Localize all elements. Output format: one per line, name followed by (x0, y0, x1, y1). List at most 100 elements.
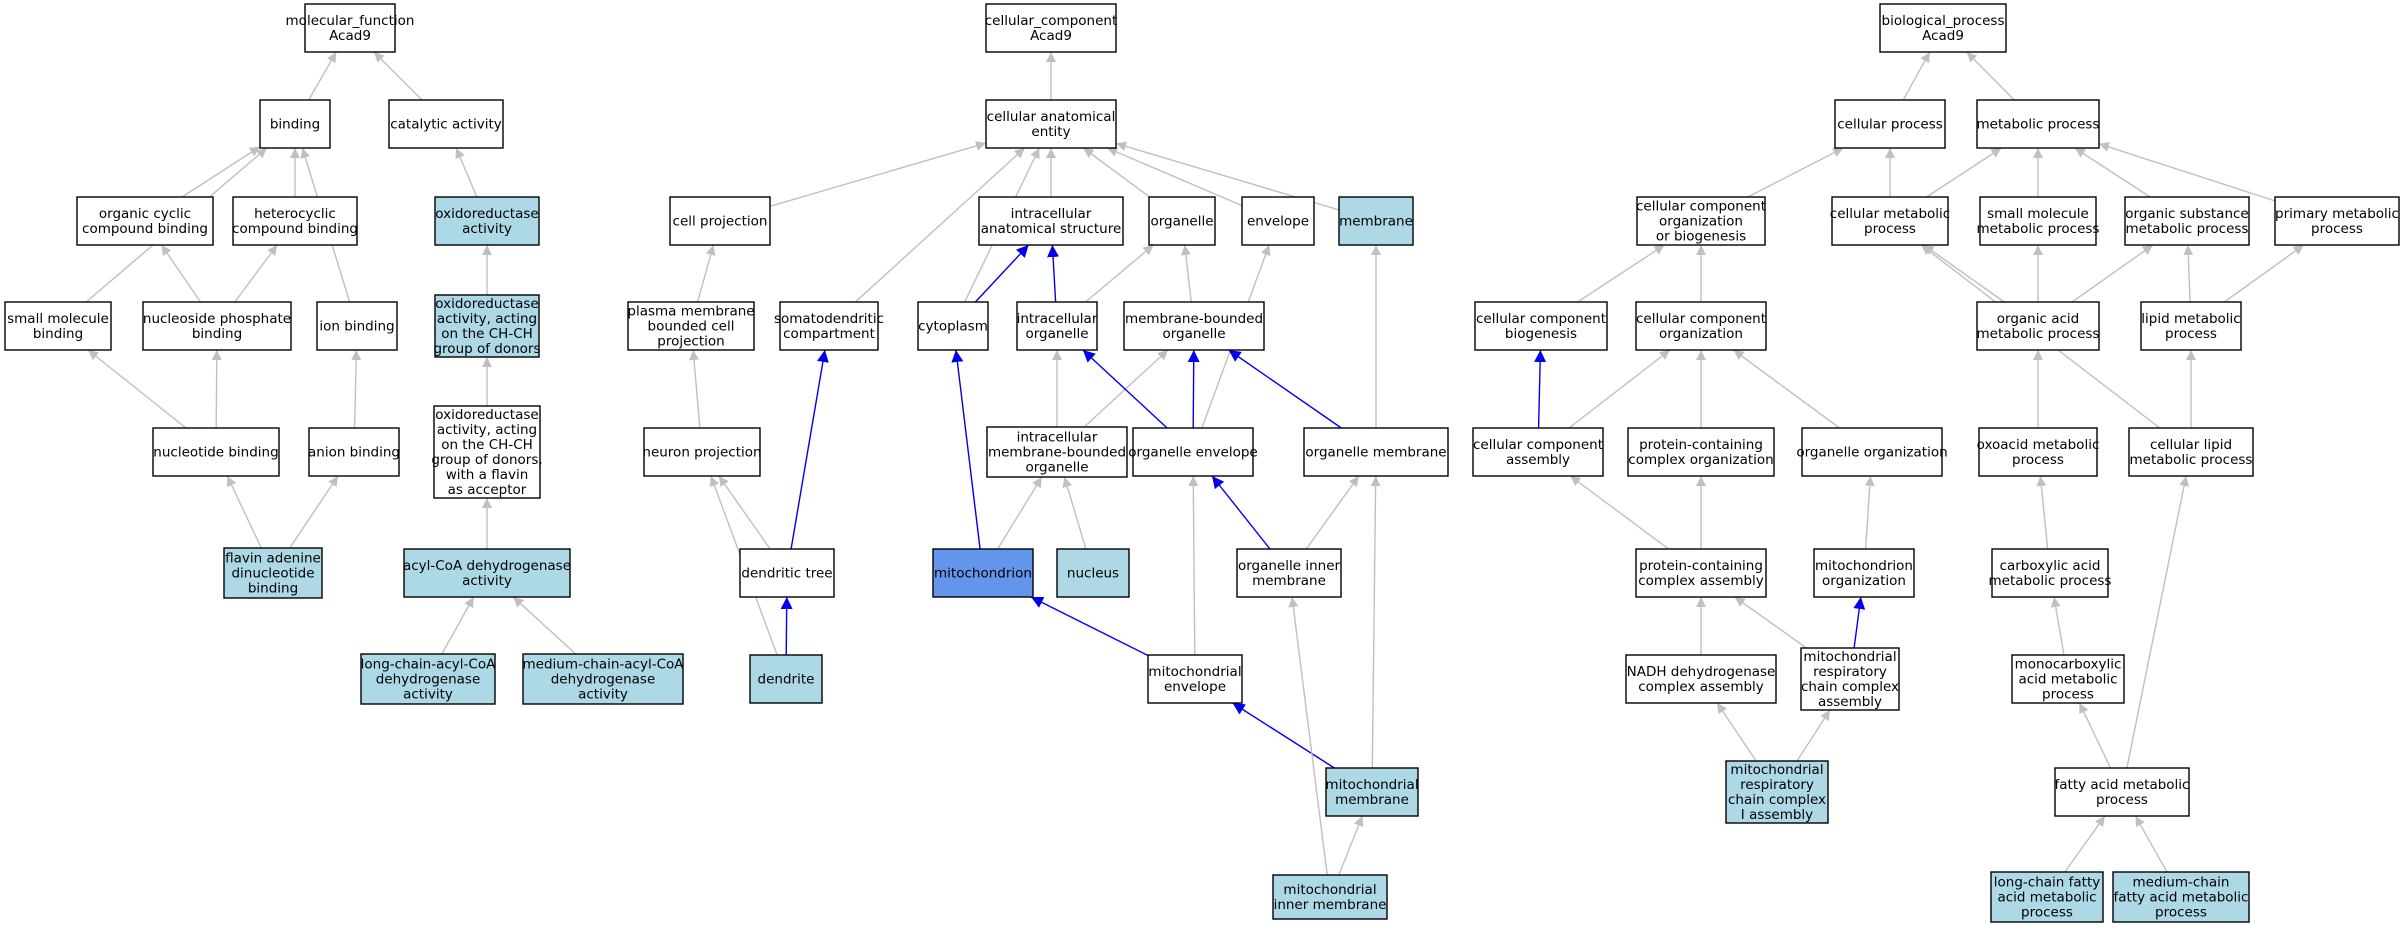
edge-anionb-to-ionb (351, 349, 362, 429)
node-label-line: binding (33, 326, 83, 342)
node-organelle[interactable]: organelle (1148, 196, 1216, 246)
node-cytoplasm[interactable]: cytoplasm (917, 301, 989, 351)
edge (181, 146, 261, 198)
node-label-line: biological_process (1882, 13, 2005, 29)
node-label-line: Acad9 (1030, 28, 1072, 44)
edge (1228, 349, 1342, 429)
node-label-line: binding (270, 117, 320, 133)
edge-mrcca-to-mitoorg (1853, 596, 1866, 649)
node-orgorg[interactable]: organelle organization (1796, 427, 1948, 477)
node-box (316, 301, 398, 351)
node-cellproj[interactable]: cell projection (669, 196, 771, 246)
node-dendrite[interactable]: dendrite (749, 654, 823, 704)
node-dtree[interactable]: dendritic tree (739, 548, 835, 598)
node-box (1979, 196, 2097, 246)
node-label-line: or biogenesis (1656, 229, 1746, 245)
edge-mcacd-to-acyl (512, 596, 577, 655)
node-catalytic[interactable]: catalytic activity (388, 99, 504, 149)
node-orgmem[interactable]: organelle membrane (1303, 427, 1449, 477)
node-envelope[interactable]: envelope (1241, 196, 1315, 246)
node-label-line: nucleoside phosphate (143, 311, 291, 327)
node-label-line: anatomical structure (981, 221, 1122, 237)
node-orgenv[interactable]: organelle envelope (1128, 427, 1258, 477)
edge-mim-to-mitomem (1338, 815, 1364, 876)
node-mito[interactable]: mitochondrion (932, 548, 1034, 598)
node-anionb[interactable]: anion binding (308, 427, 400, 477)
node-ionb[interactable]: ion binding (316, 301, 398, 351)
node-nucleus[interactable]: nucleus (1056, 548, 1130, 598)
node-label-line: organelle (1025, 460, 1088, 476)
edge-mrcc1-to-ndhca (1716, 702, 1757, 762)
node-membrane[interactable]: membrane (1338, 196, 1414, 246)
node-label-line: small molecule (1987, 206, 2089, 222)
node-label-line: organic substance (2125, 206, 2248, 222)
node-binding[interactable]: binding (259, 99, 331, 149)
node-metproc[interactable]: metabolic process (1976, 99, 2100, 149)
node-label-line: metabolic process (2126, 221, 2249, 237)
node-box (304, 3, 396, 53)
edge-fad-to-ntb (226, 475, 262, 549)
node-label-line: mitochondrial (1730, 762, 1823, 778)
edge (351, 349, 362, 429)
node-box (1056, 548, 1130, 598)
edge-dendrite-to-dtree (780, 596, 793, 656)
edge (790, 349, 829, 550)
node-ntb[interactable]: nucleotide binding (152, 427, 280, 477)
node-cellproc[interactable]: cellular process (1834, 99, 1946, 149)
edge-ntb-to-smb (87, 349, 187, 429)
node-box (749, 654, 823, 704)
edge-envelope-to-cae (1106, 147, 1243, 207)
node-box (232, 196, 358, 246)
node-box (1625, 654, 1777, 704)
node-mcacd[interactable]: medium-chain-acyl-CoAdehydrogenaseactivi… (522, 653, 684, 705)
node-neuronproj[interactable]: neuron projection (642, 427, 762, 477)
